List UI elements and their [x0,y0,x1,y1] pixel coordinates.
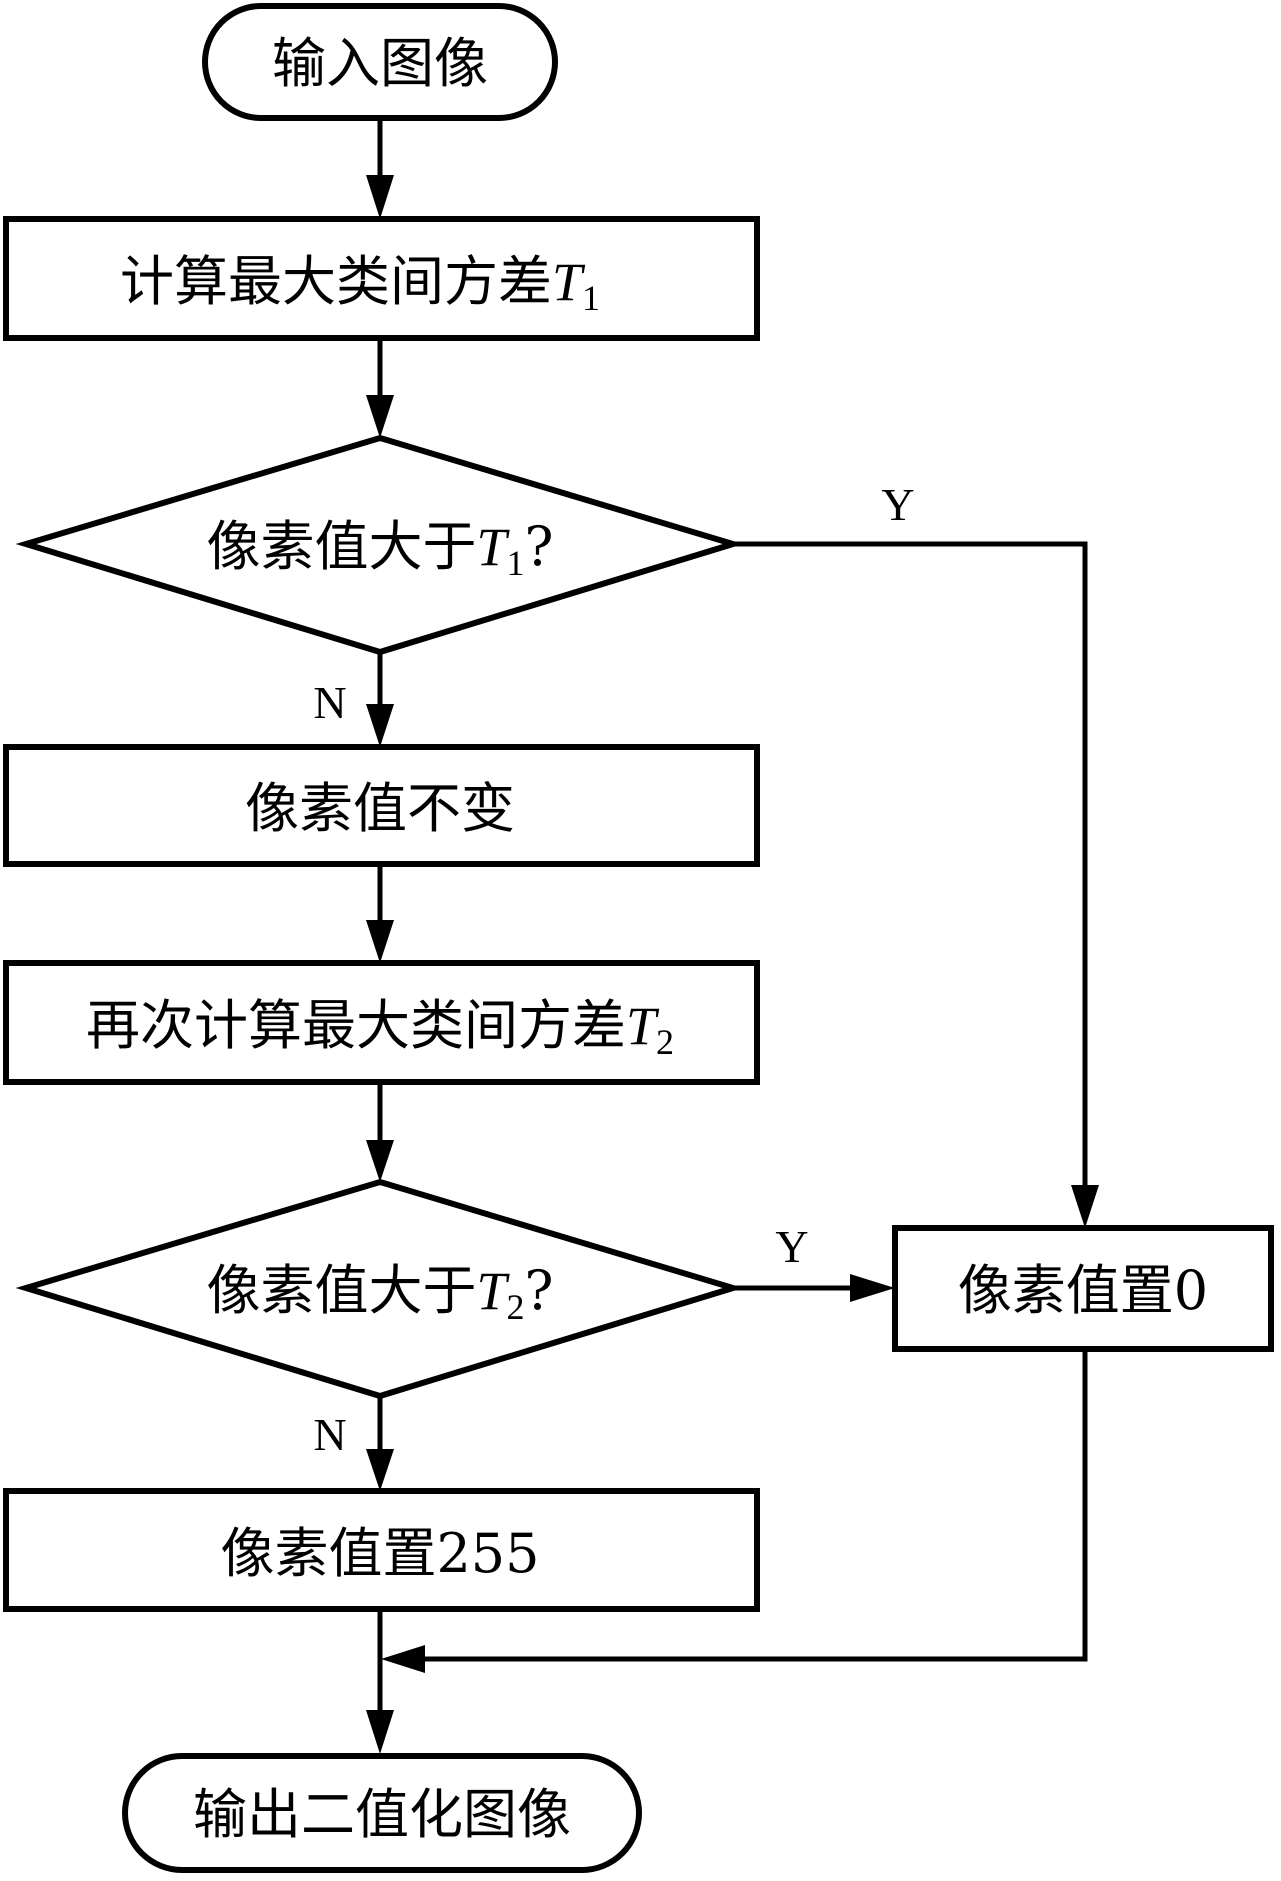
decision-t1-label: 像素值大于 [207,515,477,578]
no-label: N [313,677,346,728]
yes-label: Y [881,479,914,530]
edge-start-calc [366,118,394,219]
edge-set255-end [366,1609,394,1754]
calc-t2-box: 再次计算最大类间方差T2 [3,960,760,1085]
edge-keep-calc2 [366,864,394,963]
keep-box: 像素值不变 [3,744,760,867]
edge-decide2-yes: Y [733,1221,895,1302]
start-label: 输入图像 [272,32,488,95]
decision-t2: 像素值大于T2? [15,1178,744,1400]
keep-label: 像素值不变 [245,777,515,840]
calc-t2-label: 再次计算最大类间方差 [86,994,626,1057]
set0-box: 像素值置0 [892,1225,1274,1352]
var-sub: 1 [582,278,600,318]
end-label: 输出二值化图像 [193,1783,571,1846]
svg-text:像素值大于T1?: 像素值大于T1? [207,515,554,583]
set255-label: 像素值置255 [220,1522,539,1585]
start-terminal: 输入图像 [202,3,558,121]
edge-decide1-yes: Y [733,479,1099,1228]
edge-set0-merge [381,1349,1088,1673]
svg-text:像素值大于T2?: 像素值大于T2? [207,1259,554,1327]
end-terminal: 输出二值化图像 [122,1753,642,1873]
decision-t1: 像素值大于T1? [15,434,744,656]
calc-t1-label: 计算最大类间方差 [120,250,552,313]
svg-text:计算最大类间方差T1: 计算最大类间方差T1 [120,250,600,318]
edge-decide2-no: N [313,1396,394,1491]
calc-t1-box: 计算最大类间方差T1 [3,216,760,341]
edge-decide1-no: N [313,652,394,747]
set255-box: 像素值置255 [3,1488,760,1612]
edge-calc-decide1 [366,338,394,438]
no-label: N [313,1409,346,1460]
yes-label: Y [775,1221,808,1272]
svg-text:再次计算最大类间方差T2: 再次计算最大类间方差T2 [86,994,674,1062]
decision-t2-label: 像素值大于 [207,1259,477,1322]
set0-label: 像素值置0 [958,1259,1208,1322]
var-t: T [552,252,586,312]
edge-calc2-decide2 [366,1082,394,1182]
